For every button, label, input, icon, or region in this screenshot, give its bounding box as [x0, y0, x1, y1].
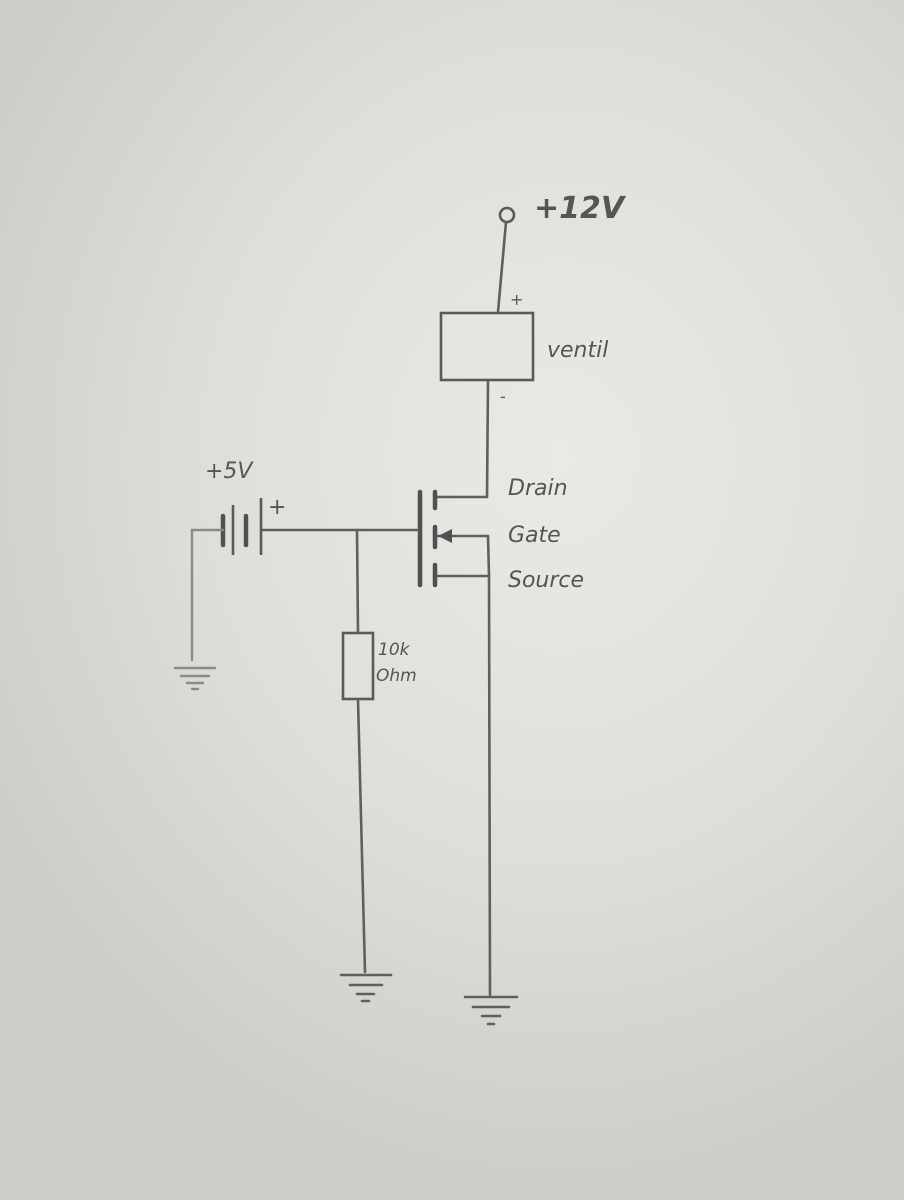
label-resistor-unit: Ohm	[376, 666, 417, 686]
mosfet-arrow-icon	[438, 529, 452, 543]
wire-gate-resistor	[355, 528, 360, 635]
label-gate: Gate	[508, 523, 561, 548]
battery-5v	[190, 498, 263, 662]
label-5v: +5V	[205, 459, 254, 484]
ground-resistor-icon	[339, 973, 393, 1003]
wire-source-ground	[487, 574, 492, 997]
label-drain: Drain	[508, 476, 568, 501]
label-valve-minus: -	[500, 387, 506, 406]
label-resistor-value: 10k	[378, 640, 411, 660]
label-valve-plus: +	[510, 290, 523, 309]
label-valve: ventil	[547, 338, 608, 363]
mosfet-symbol	[417, 489, 491, 588]
valve-box	[439, 311, 535, 382]
wire-valve-drain	[435, 379, 490, 499]
ground-source-icon	[463, 995, 519, 1026]
label-source: Source	[508, 568, 584, 593]
label-12v: +12V	[534, 191, 627, 226]
ground-battery-icon	[173, 666, 217, 691]
resistor-10k	[341, 631, 375, 701]
terminal-12v	[496, 206, 516, 314]
label-battery-plus: +	[268, 495, 286, 520]
wire-resistor-ground	[356, 698, 367, 974]
